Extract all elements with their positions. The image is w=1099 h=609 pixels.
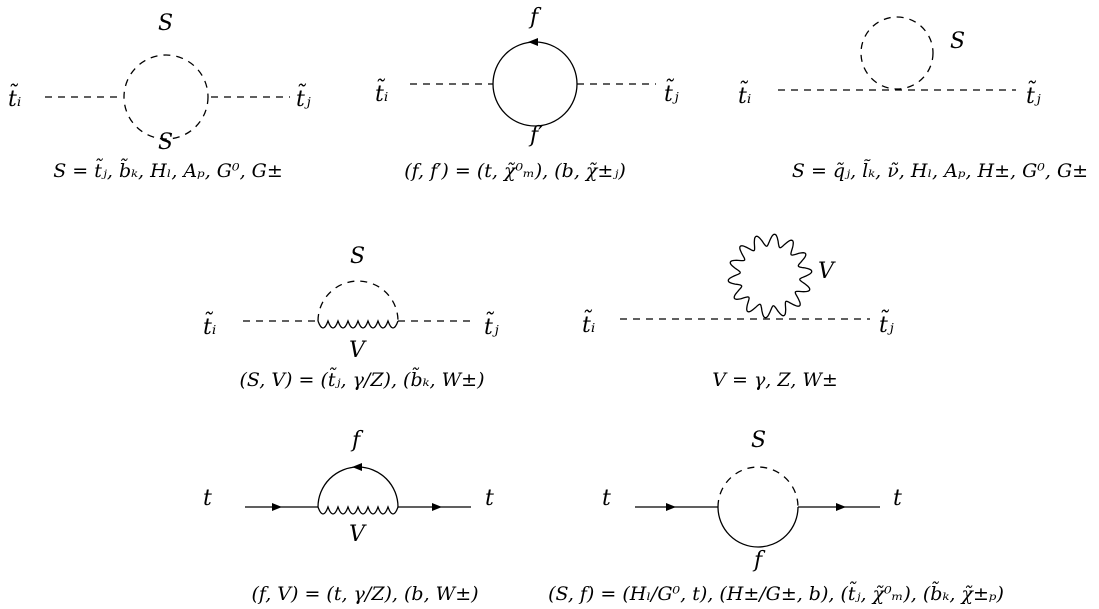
loop-top-label: S xyxy=(158,11,173,36)
diagram-scalar-vector-loop: t̃ᵢ t̃ⱼ S V (S, V) = (t̃ⱼ, γ/Z), (b̃ₖ, W… xyxy=(203,244,499,391)
scalar-loop xyxy=(860,16,934,90)
diagram-caption: V = γ, Z, W± xyxy=(712,369,838,391)
incoming-label: t̃ᵢ xyxy=(8,82,21,112)
incoming-label: t̃ᵢ xyxy=(203,310,216,340)
fermion-loop xyxy=(492,41,578,127)
loop-arrow-icon xyxy=(352,463,362,471)
loop-label: S xyxy=(950,29,965,54)
diagram-caption: (S, V) = (t̃ⱼ, γ/Z), (b̃ₖ, W±) xyxy=(239,368,484,391)
fermion-arrow-icon xyxy=(432,503,442,511)
diagram-caption: (S, f) = (Hₗ/G⁰, t), (H±/G±, b), (t̃ⱼ, χ… xyxy=(548,582,1004,605)
outgoing-label: t̃ⱼ xyxy=(879,308,894,338)
incoming-label: t xyxy=(602,486,611,511)
vector-line xyxy=(317,505,399,515)
diagram-fermion-bubble: t̃ᵢ t̃ⱼ f f′ (f, f′) = (t, χ̃⁰ₘ), (b, χ̃… xyxy=(375,5,679,182)
incoming-label: t xyxy=(203,486,212,511)
fermion-arrow-icon xyxy=(272,503,282,511)
loop-bottom-label: f′ xyxy=(528,123,543,148)
loop-label: V xyxy=(818,259,836,284)
diagram-caption: (f, V) = (t, γ/Z), (b, W±) xyxy=(251,583,478,605)
loop-top-label: S xyxy=(751,428,766,453)
diagram-vector-tadpole: t̃ᵢ t̃ⱼ V V = γ, Z, W± xyxy=(582,233,894,391)
diagram-caption: S = q̃ⱼ, l̃ₖ, ν̃, Hₗ, Aₚ, H±, G⁰, G± xyxy=(792,159,1088,182)
fermion-arc xyxy=(317,466,399,508)
outgoing-label: t̃ⱼ xyxy=(664,77,679,107)
fermion-arrow-icon xyxy=(836,503,846,511)
scalar-arc xyxy=(717,466,799,508)
diagram-caption: (f, f′) = (t, χ̃⁰ₘ), (b, χ̃±ⱼ) xyxy=(404,160,626,182)
incoming-label: t̃ᵢ xyxy=(375,77,388,107)
scalar-arc xyxy=(317,280,399,322)
fermion-arrow-icon xyxy=(666,503,676,511)
outgoing-label: t̃ⱼ xyxy=(296,82,311,112)
scalar-loop xyxy=(123,54,209,140)
vector-loop xyxy=(727,233,813,319)
incoming-label: t̃ᵢ xyxy=(582,308,595,338)
loop-bottom-label: S xyxy=(158,130,173,155)
diagram-caption: S = t̃ⱼ, b̃ₖ, Hₗ, Aₚ, G⁰, G± xyxy=(53,159,283,182)
outgoing-label: t̃ⱼ xyxy=(1026,79,1041,109)
incoming-label: t̃ᵢ xyxy=(738,79,751,109)
diagram-scalar-bubble: t̃ᵢ t̃ⱼ S S S = t̃ⱼ, b̃ₖ, Hₗ, Aₚ, G⁰, G± xyxy=(8,11,311,182)
vector-line xyxy=(317,319,399,329)
loop-arrow-icon xyxy=(528,38,538,46)
diagram-scalar-fermion-loop: t t S f (S, f) = (Hₗ/G⁰, t), (H±/G±, b),… xyxy=(548,428,1004,605)
diagram-fermion-vector-loop: t t f V (f, V) = (t, γ/Z), (b, W±) xyxy=(203,428,494,605)
loop-top-label: S xyxy=(350,244,365,269)
loop-top-label: f xyxy=(350,428,364,453)
outgoing-label: t xyxy=(893,486,902,511)
outgoing-label: t̃ⱼ xyxy=(484,310,499,340)
loop-bottom-label: V xyxy=(349,338,367,363)
loop-bottom-label: V xyxy=(349,522,367,547)
outgoing-label: t xyxy=(485,486,494,511)
fermion-arc xyxy=(717,506,799,548)
loop-top-label: f xyxy=(528,5,542,30)
diagram-scalar-tadpole: t̃ᵢ t̃ⱼ S S = q̃ⱼ, l̃ₖ, ν̃, Hₗ, Aₚ, H±, … xyxy=(738,16,1088,182)
loop-bottom-label: f xyxy=(752,548,766,573)
